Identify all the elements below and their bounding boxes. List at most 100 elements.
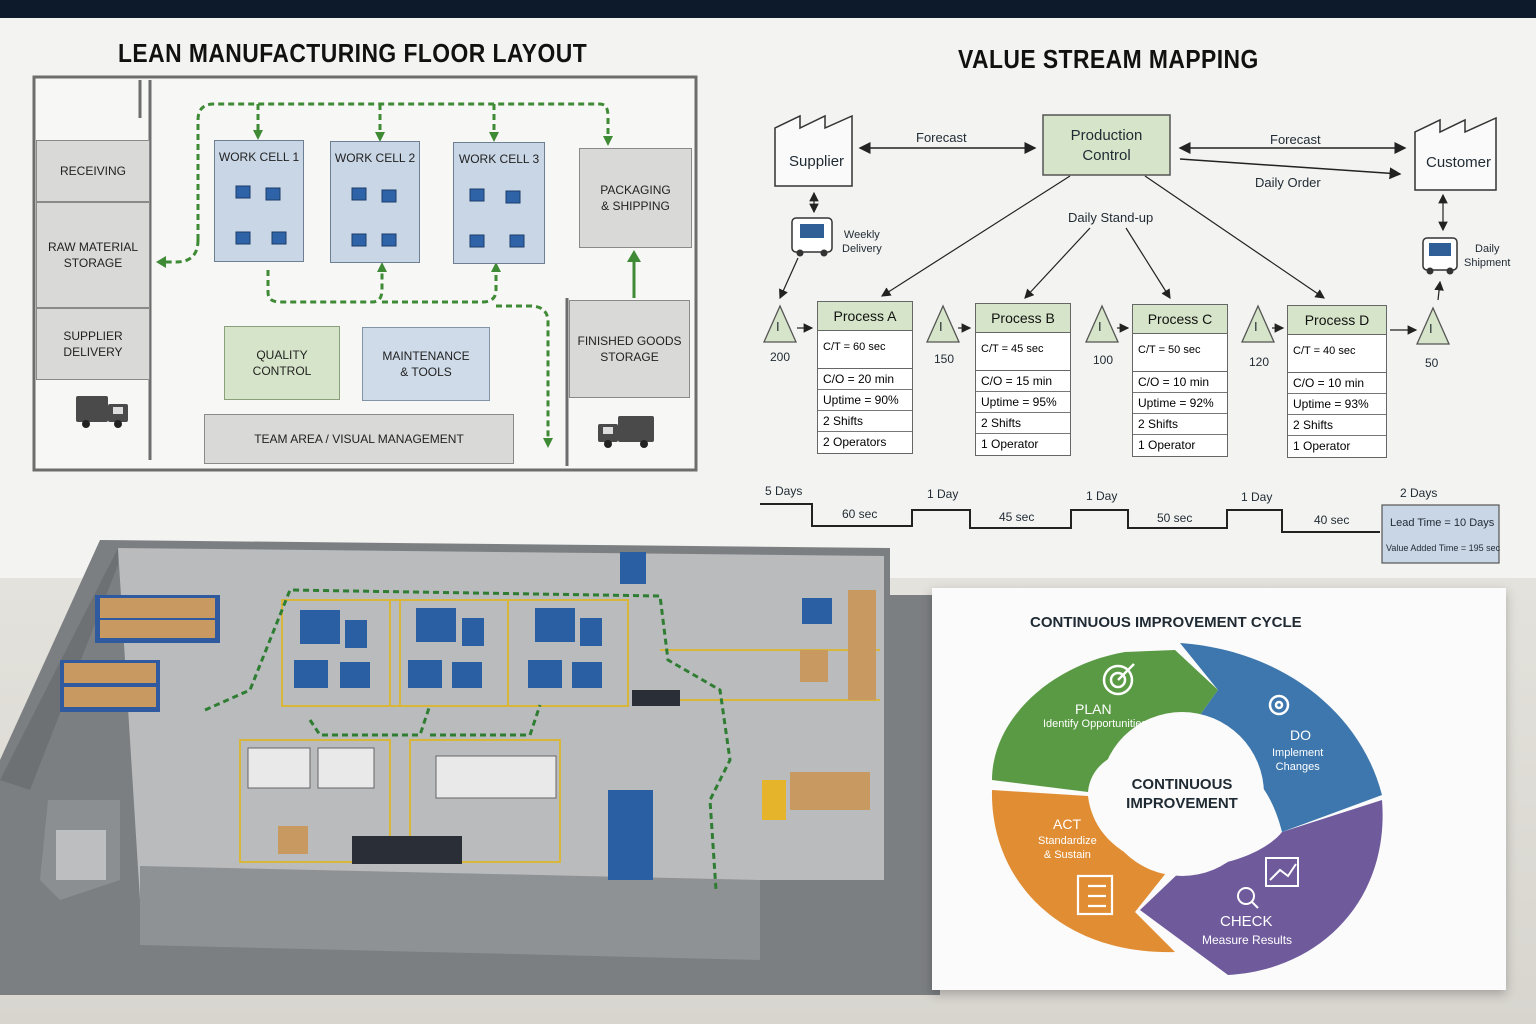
inventory-count: 150 xyxy=(934,352,955,366)
inventory-count: 50 xyxy=(1425,356,1439,370)
truck-icon xyxy=(598,416,654,448)
chart-clipboard-icon xyxy=(1237,857,1299,909)
work-cell-machines xyxy=(235,185,525,248)
uptime: Uptime = 92% xyxy=(1133,393,1227,414)
supplier-factory-icon xyxy=(774,114,853,187)
truck-icon xyxy=(76,396,128,428)
timeline-ladder xyxy=(760,503,1380,533)
inventory-triangle xyxy=(1084,304,1120,343)
inventory-symbol: I xyxy=(1098,319,1102,334)
target-icon xyxy=(1102,663,1135,696)
timeline-seconds: 50 sec xyxy=(1157,511,1193,525)
changeover: C/O = 15 min xyxy=(976,371,1070,392)
shifts: 2 Shifts xyxy=(1133,414,1227,435)
process-name: Process D xyxy=(1288,306,1386,335)
process-name: Process B xyxy=(976,304,1070,333)
operators: 1 Operator xyxy=(1293,439,1351,453)
timeline-days: 1 Day xyxy=(1241,490,1273,504)
packaging-shipping-zone: PACKAGING & SHIPPING xyxy=(579,148,692,248)
plan-title: PLAN xyxy=(1075,701,1112,717)
changeover: C/O = 10 min xyxy=(1288,373,1386,394)
gear-icon xyxy=(1268,694,1290,716)
inventory-symbol: I xyxy=(1429,321,1433,336)
do-segment xyxy=(1180,643,1382,832)
daily-standup-label: Daily Stand-up xyxy=(1065,210,1157,225)
timeline-days: 5 Days xyxy=(765,484,803,498)
timeline-days: 1 Day xyxy=(1086,489,1118,503)
finished-goods-zone: FINISHED GOODS STORAGE xyxy=(569,300,690,398)
timeline-days: 2 Days xyxy=(1400,486,1438,500)
check-title: CHECK xyxy=(1220,913,1273,930)
process-c-box: Process C C/T = 50 sec C/O = 10 min Upti… xyxy=(1132,304,1228,457)
cycle-time: C/T = 50 sec xyxy=(1133,334,1227,372)
receiving-zone: RECEIVING xyxy=(36,140,150,202)
raw-material-zone: RAW MATERIAL STORAGE xyxy=(36,202,150,308)
inventory-count: 120 xyxy=(1249,355,1270,369)
inventory-triangle xyxy=(762,304,798,343)
changeover: C/O = 20 min xyxy=(818,369,912,390)
timeline-days: 1 Day xyxy=(927,487,959,501)
weekly-delivery-label: Weekly Delivery xyxy=(842,229,882,256)
check-segment xyxy=(1140,800,1383,975)
operators: 1 Operator xyxy=(1138,438,1196,452)
do-subtitle: Implement Changes xyxy=(1272,747,1324,774)
timeline-seconds: 45 sec xyxy=(999,510,1035,524)
daily-order-label: Daily Order xyxy=(1255,175,1321,190)
cycle-time: C/T = 45 sec xyxy=(976,333,1070,371)
inventory-symbol: I xyxy=(1254,319,1258,334)
inventory-triangle xyxy=(1415,306,1451,345)
team-area-zone: TEAM AREA / VISUAL MANAGEMENT xyxy=(204,414,514,464)
daily-truck-icon xyxy=(1422,237,1458,275)
shifts: 2 Shifts xyxy=(818,411,912,432)
inventory-count: 100 xyxy=(1093,353,1114,367)
production-control-box xyxy=(1042,114,1171,176)
check-subtitle: Measure Results xyxy=(1202,933,1293,947)
supplier-delivery-zone: SUPPLIER DELIVERY xyxy=(36,308,150,380)
vsm-title: VALUE STREAM MAPPING xyxy=(958,44,1259,74)
forecast-left-label: Forecast xyxy=(916,130,967,145)
customer-factory-icon xyxy=(1414,116,1497,191)
act-segment xyxy=(991,790,1175,953)
top-frame xyxy=(0,0,1536,18)
changeover: C/O = 10 min xyxy=(1133,372,1227,393)
lead-time-box xyxy=(1381,504,1500,564)
work-cell-2: WORK CELL 2 xyxy=(330,141,420,263)
inventory-triangle xyxy=(925,304,961,343)
checklist-icon xyxy=(1076,874,1114,916)
cycle-time: C/T = 60 sec xyxy=(818,331,912,369)
maintenance-zone: MAINTENANCE & TOOLS xyxy=(362,327,490,401)
production-control-label: Production Control xyxy=(1070,127,1143,164)
timeline-seconds: 60 sec xyxy=(842,507,878,521)
daily-shipment-label: Daily Shipment xyxy=(1464,243,1511,270)
uptime: Uptime = 95% xyxy=(976,392,1070,413)
lead-time-label: Lead Time = 10 Days xyxy=(1390,517,1495,529)
act-title: ACT xyxy=(1053,816,1081,832)
plan-subtitle: Identify Opportunities xyxy=(1043,718,1147,730)
operators: 1 Operator xyxy=(981,437,1039,451)
inventory-count: 200 xyxy=(770,350,791,364)
process-d-box: Process D C/T = 40 sec C/O = 10 min Upti… xyxy=(1287,305,1387,458)
pdca-title: CONTINUOUS IMPROVEMENT CYCLE xyxy=(1030,614,1302,631)
inventory-symbol: I xyxy=(776,319,780,334)
process-b-box: Process B C/T = 45 sec C/O = 15 min Upti… xyxy=(975,303,1071,456)
shifts: 2 Shifts xyxy=(976,413,1070,434)
weekly-truck-icon xyxy=(791,217,833,257)
shifts: 2 Shifts xyxy=(1288,415,1386,436)
plan-segment xyxy=(992,650,1218,792)
act-subtitle: Standardize & Sustain xyxy=(1038,835,1097,862)
inventory-triangle xyxy=(1240,304,1276,343)
value-added-time-label: Value Added Time = 195 sec xyxy=(1386,543,1501,553)
inventory-symbol: I xyxy=(939,319,943,334)
work-cell-1: WORK CELL 1 xyxy=(214,140,304,262)
customer-label: Customer xyxy=(1426,154,1492,171)
work-cell-3: WORK CELL 3 xyxy=(453,142,545,264)
process-name: Process A xyxy=(818,302,912,331)
timeline-seconds: 40 sec xyxy=(1314,513,1350,527)
floor-layout-title: LEAN MANUFACTURING FLOOR LAYOUT xyxy=(118,38,588,68)
process-name: Process C xyxy=(1133,305,1227,334)
operators: 2 Operators xyxy=(823,435,887,449)
uptime: Uptime = 93% xyxy=(1288,394,1386,415)
